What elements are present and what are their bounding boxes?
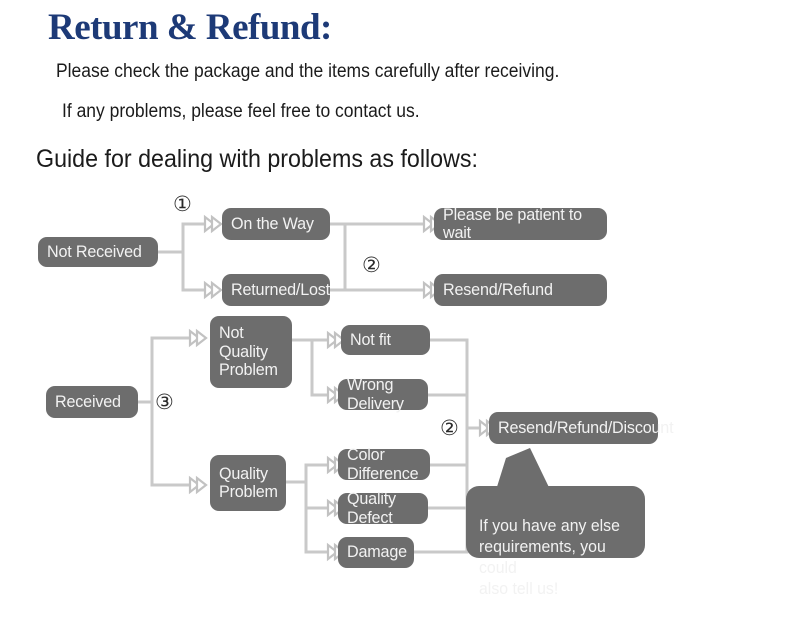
node-color-difference[interactable]: Color Difference bbox=[338, 446, 430, 482]
arrowhead-returned-lost bbox=[203, 281, 223, 299]
intro-line-2: If any problems, please feel free to con… bbox=[62, 101, 420, 122]
marker-two-bottom: ② bbox=[440, 416, 459, 440]
node-please-be-patient[interactable]: Please be patient to wait bbox=[434, 205, 607, 242]
node-not-fit[interactable]: Not fit bbox=[341, 325, 430, 355]
arrowhead-quality-problem bbox=[188, 476, 208, 494]
arrowhead-not-quality-problem bbox=[188, 329, 208, 347]
node-returned-lost[interactable]: Returned/Lost bbox=[222, 274, 330, 306]
node-wrong-delivery[interactable]: Wrong Delivery bbox=[338, 376, 428, 412]
guide-heading: Guide for dealing with problems as follo… bbox=[36, 145, 478, 173]
marker-two-top: ② bbox=[362, 253, 381, 277]
return-refund-infographic: Return & Refund: Please check the packag… bbox=[0, 7, 800, 599]
intro-line-1: Please check the package and the items c… bbox=[56, 61, 560, 82]
flowchart: Not Received On the Way Returned/Lost Pl… bbox=[0, 190, 800, 598]
node-quality-defect[interactable]: Quality Defect bbox=[338, 490, 428, 526]
node-received[interactable]: Received bbox=[46, 386, 138, 418]
page-title: Return & Refund: bbox=[48, 7, 332, 48]
marker-one: ① bbox=[173, 192, 192, 216]
node-quality-problem[interactable]: Quality Problem bbox=[210, 455, 286, 511]
node-on-the-way[interactable]: On the Way bbox=[222, 208, 330, 240]
node-not-quality-problem[interactable]: Not Quality Problem bbox=[210, 316, 292, 388]
node-not-received[interactable]: Not Received bbox=[38, 237, 158, 267]
arrowhead-on-the-way bbox=[203, 215, 223, 233]
marker-three: ③ bbox=[155, 390, 174, 414]
node-resend-refund-discount[interactable]: Resend/Refund/Discount bbox=[489, 412, 674, 444]
node-resend-refund[interactable]: Resend/Refund bbox=[434, 274, 607, 306]
callout-bubble: If you have any else requirements, you c… bbox=[466, 486, 645, 598]
node-damage[interactable]: Damage bbox=[338, 537, 414, 568]
